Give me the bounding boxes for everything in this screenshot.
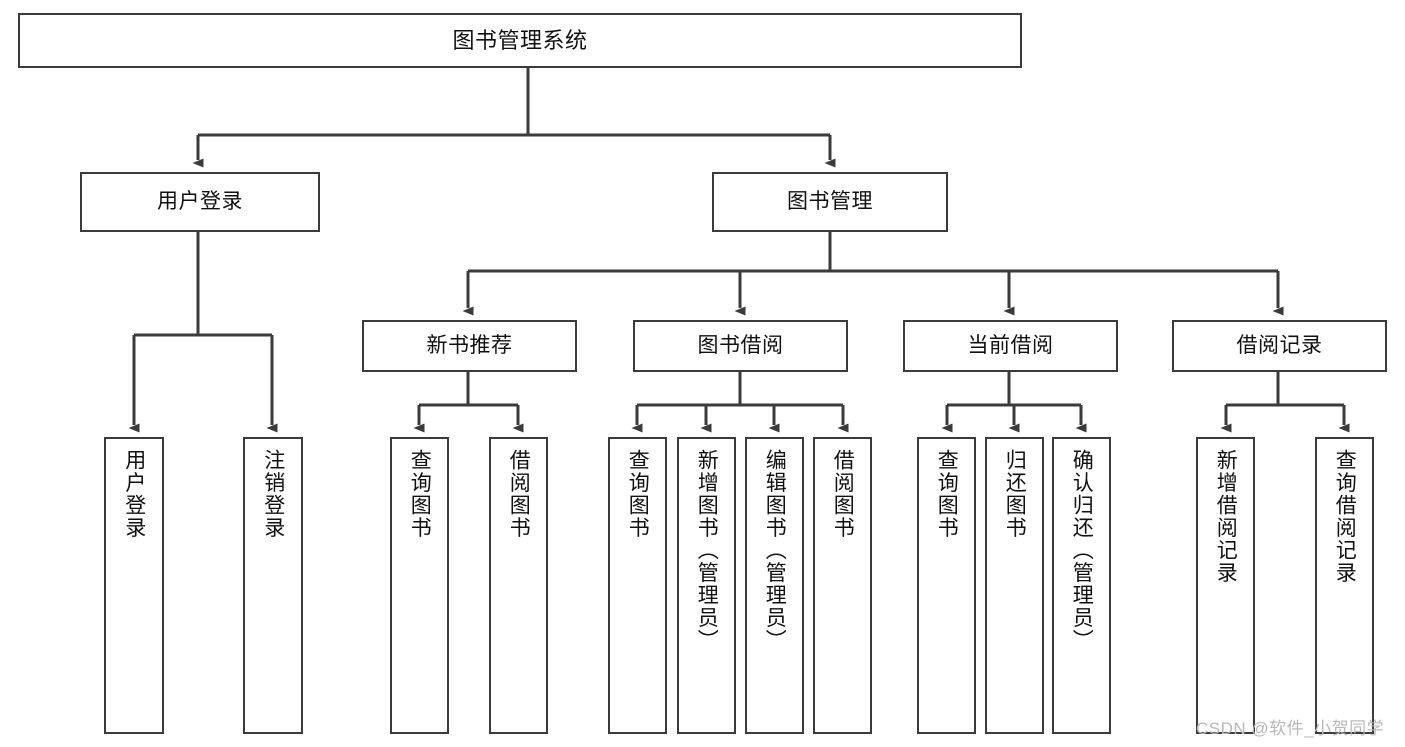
leaf-user-login-label: 用户登录: [122, 449, 146, 539]
leaf-borrow-book-1-label: 借阅图书: [507, 449, 531, 539]
leaf-logout-label: 注销登录: [261, 449, 285, 539]
node-book-borrow-label: 图书借阅: [697, 333, 784, 357]
leaf-add-record-label: 新增借阅记录: [1214, 449, 1238, 584]
node-user-login-label: 用户登录: [157, 189, 243, 213]
node-root-label: 图书管理系统: [452, 27, 588, 53]
leaf-query-book-1-label: 查询图书: [408, 449, 432, 539]
leaf-borrow-book-2[interactable]: 借阅图书: [813, 437, 872, 734]
leaf-query-book-3[interactable]: 查询图书: [917, 437, 976, 734]
node-book-borrow[interactable]: 图书借阅: [633, 320, 848, 372]
node-current-borrow[interactable]: 当前借阅: [903, 320, 1118, 372]
leaf-add-record[interactable]: 新增借阅记录: [1196, 437, 1255, 734]
leaf-add-book[interactable]: 新增图书（管理员）: [677, 437, 736, 734]
node-root[interactable]: 图书管理系统: [18, 13, 1022, 68]
node-new-book-recommend[interactable]: 新书推荐: [362, 320, 577, 372]
leaf-confirm-return-label: 确认归还（管理员）: [1070, 449, 1094, 652]
node-borrow-record[interactable]: 借阅记录: [1172, 320, 1387, 372]
leaf-query-record-label: 查询借阅记录: [1333, 449, 1357, 584]
leaf-query-book-2-label: 查询图书: [626, 449, 650, 539]
node-book-manage[interactable]: 图书管理: [712, 172, 948, 232]
leaf-borrow-book-1[interactable]: 借阅图书: [489, 437, 548, 734]
leaf-edit-book[interactable]: 编辑图书（管理员）: [745, 437, 804, 734]
node-user-login[interactable]: 用户登录: [80, 172, 320, 232]
leaf-query-book-3-label: 查询图书: [935, 449, 959, 539]
leaf-query-record[interactable]: 查询借阅记录: [1315, 437, 1374, 734]
leaf-query-book-1[interactable]: 查询图书: [390, 437, 449, 734]
leaf-borrow-book-2-label: 借阅图书: [831, 449, 855, 539]
leaf-user-login[interactable]: 用户登录: [104, 437, 164, 734]
leaf-confirm-return[interactable]: 确认归还（管理员）: [1052, 437, 1111, 734]
leaf-return-book-label: 归还图书: [1003, 449, 1027, 539]
leaf-edit-book-label: 编辑图书（管理员）: [763, 449, 787, 652]
node-new-book-recommend-label: 新书推荐: [426, 333, 513, 357]
node-borrow-record-label: 借阅记录: [1236, 333, 1323, 357]
leaf-query-book-2[interactable]: 查询图书: [608, 437, 667, 734]
leaf-return-book[interactable]: 归还图书: [985, 437, 1044, 734]
node-book-manage-label: 图书管理: [787, 189, 873, 213]
leaf-logout[interactable]: 注销登录: [243, 437, 303, 734]
leaf-add-book-label: 新增图书（管理员）: [695, 449, 719, 652]
node-current-borrow-label: 当前借阅: [967, 333, 1054, 357]
csdn-watermark: CSDN @软件_小贺同学: [1196, 719, 1385, 738]
